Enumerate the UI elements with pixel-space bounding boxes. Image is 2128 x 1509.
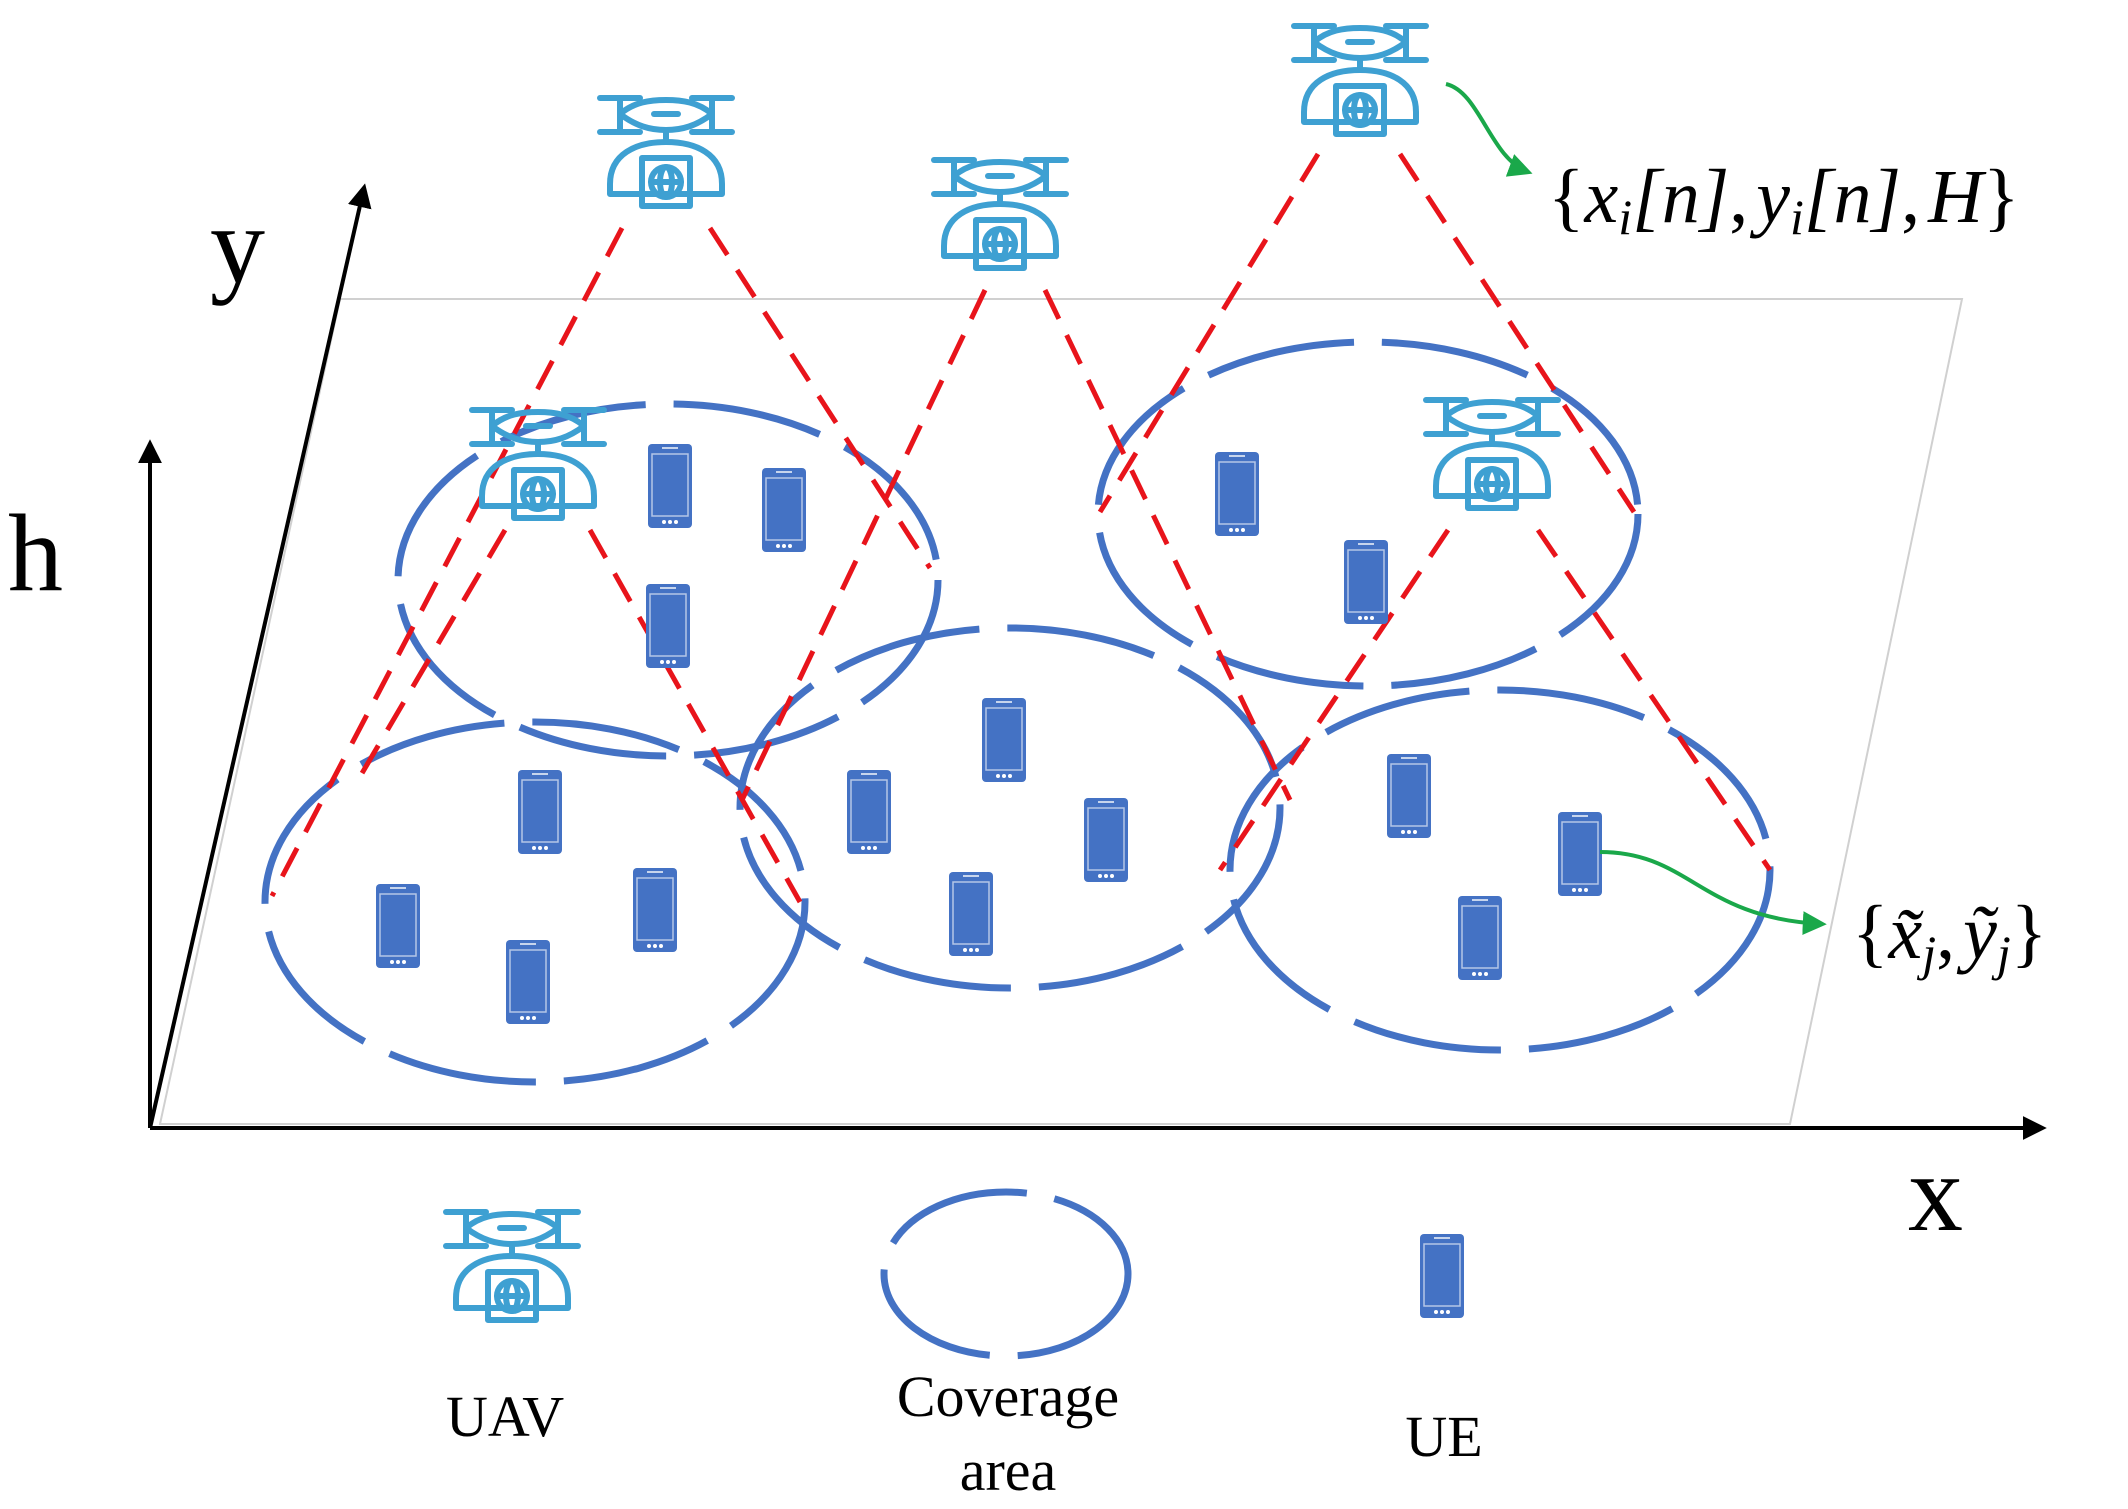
uav-icon	[1294, 26, 1426, 134]
beam-line	[587, 528, 803, 904]
legend-coverage-icon	[880, 1188, 1132, 1360]
ue-icon	[1083, 797, 1129, 883]
legend-coverage-label-line2: area	[960, 1438, 1057, 1503]
beam-line	[707, 226, 933, 570]
ground-plane	[158, 298, 1964, 1125]
legend-uav-label: UAV	[446, 1384, 564, 1449]
legend: UAV Coverage area UE	[446, 1188, 1483, 1503]
beam-line	[1097, 152, 1321, 514]
ue-icon	[1386, 753, 1432, 839]
y-axis-label: y	[210, 184, 265, 306]
ue-icon	[375, 883, 421, 969]
uav-icon	[934, 160, 1066, 268]
ue-icon	[1457, 895, 1503, 981]
beam-line	[269, 226, 625, 898]
legend-ue-icon	[1419, 1233, 1465, 1319]
ue-icon	[846, 769, 892, 855]
ue-position-pointer	[1599, 850, 1827, 936]
coverage-area	[736, 624, 1284, 992]
ue-icon	[948, 871, 994, 957]
uav-icon	[1426, 400, 1558, 508]
ue-icon	[1214, 451, 1260, 537]
legend-uav-icon	[446, 1212, 578, 1320]
beam-line	[1535, 528, 1773, 872]
beam-line	[355, 528, 508, 782]
h-axis-label: h	[8, 492, 63, 614]
coverage-area	[1094, 338, 1642, 690]
uav-icon	[600, 98, 732, 206]
beam-line	[739, 288, 988, 802]
coverage-area	[261, 718, 809, 1086]
uav-beams	[269, 152, 1773, 904]
ue-icon	[505, 939, 551, 1025]
beam-line	[1217, 528, 1451, 872]
ue-icon	[647, 443, 693, 529]
ue-icon	[517, 769, 563, 855]
ue-position-label: {x̃j,ỹj}	[1852, 891, 2047, 981]
coverage-area	[394, 400, 942, 760]
legend-coverage-label-line1: Coverage	[897, 1364, 1119, 1429]
ue-icon	[1343, 539, 1389, 625]
ue-icon	[632, 867, 678, 953]
beam-line	[1397, 152, 1637, 514]
coverage-area	[1226, 686, 1774, 1054]
ue-icon	[761, 467, 807, 553]
coverage-areas	[261, 338, 1774, 1086]
legend-ue-label: UE	[1405, 1404, 1482, 1469]
ue-icon	[1557, 811, 1603, 897]
beam-line	[1042, 288, 1293, 802]
uav-position-label: {xi[n],yi[n],H}	[1548, 155, 2019, 245]
uav-icon	[472, 410, 604, 518]
uav-position-pointer	[1445, 82, 1533, 177]
ue-icon	[645, 583, 691, 669]
ue-icon	[981, 697, 1027, 783]
x-axis-label: x	[1908, 1132, 1963, 1254]
y-axis	[148, 183, 372, 1129]
